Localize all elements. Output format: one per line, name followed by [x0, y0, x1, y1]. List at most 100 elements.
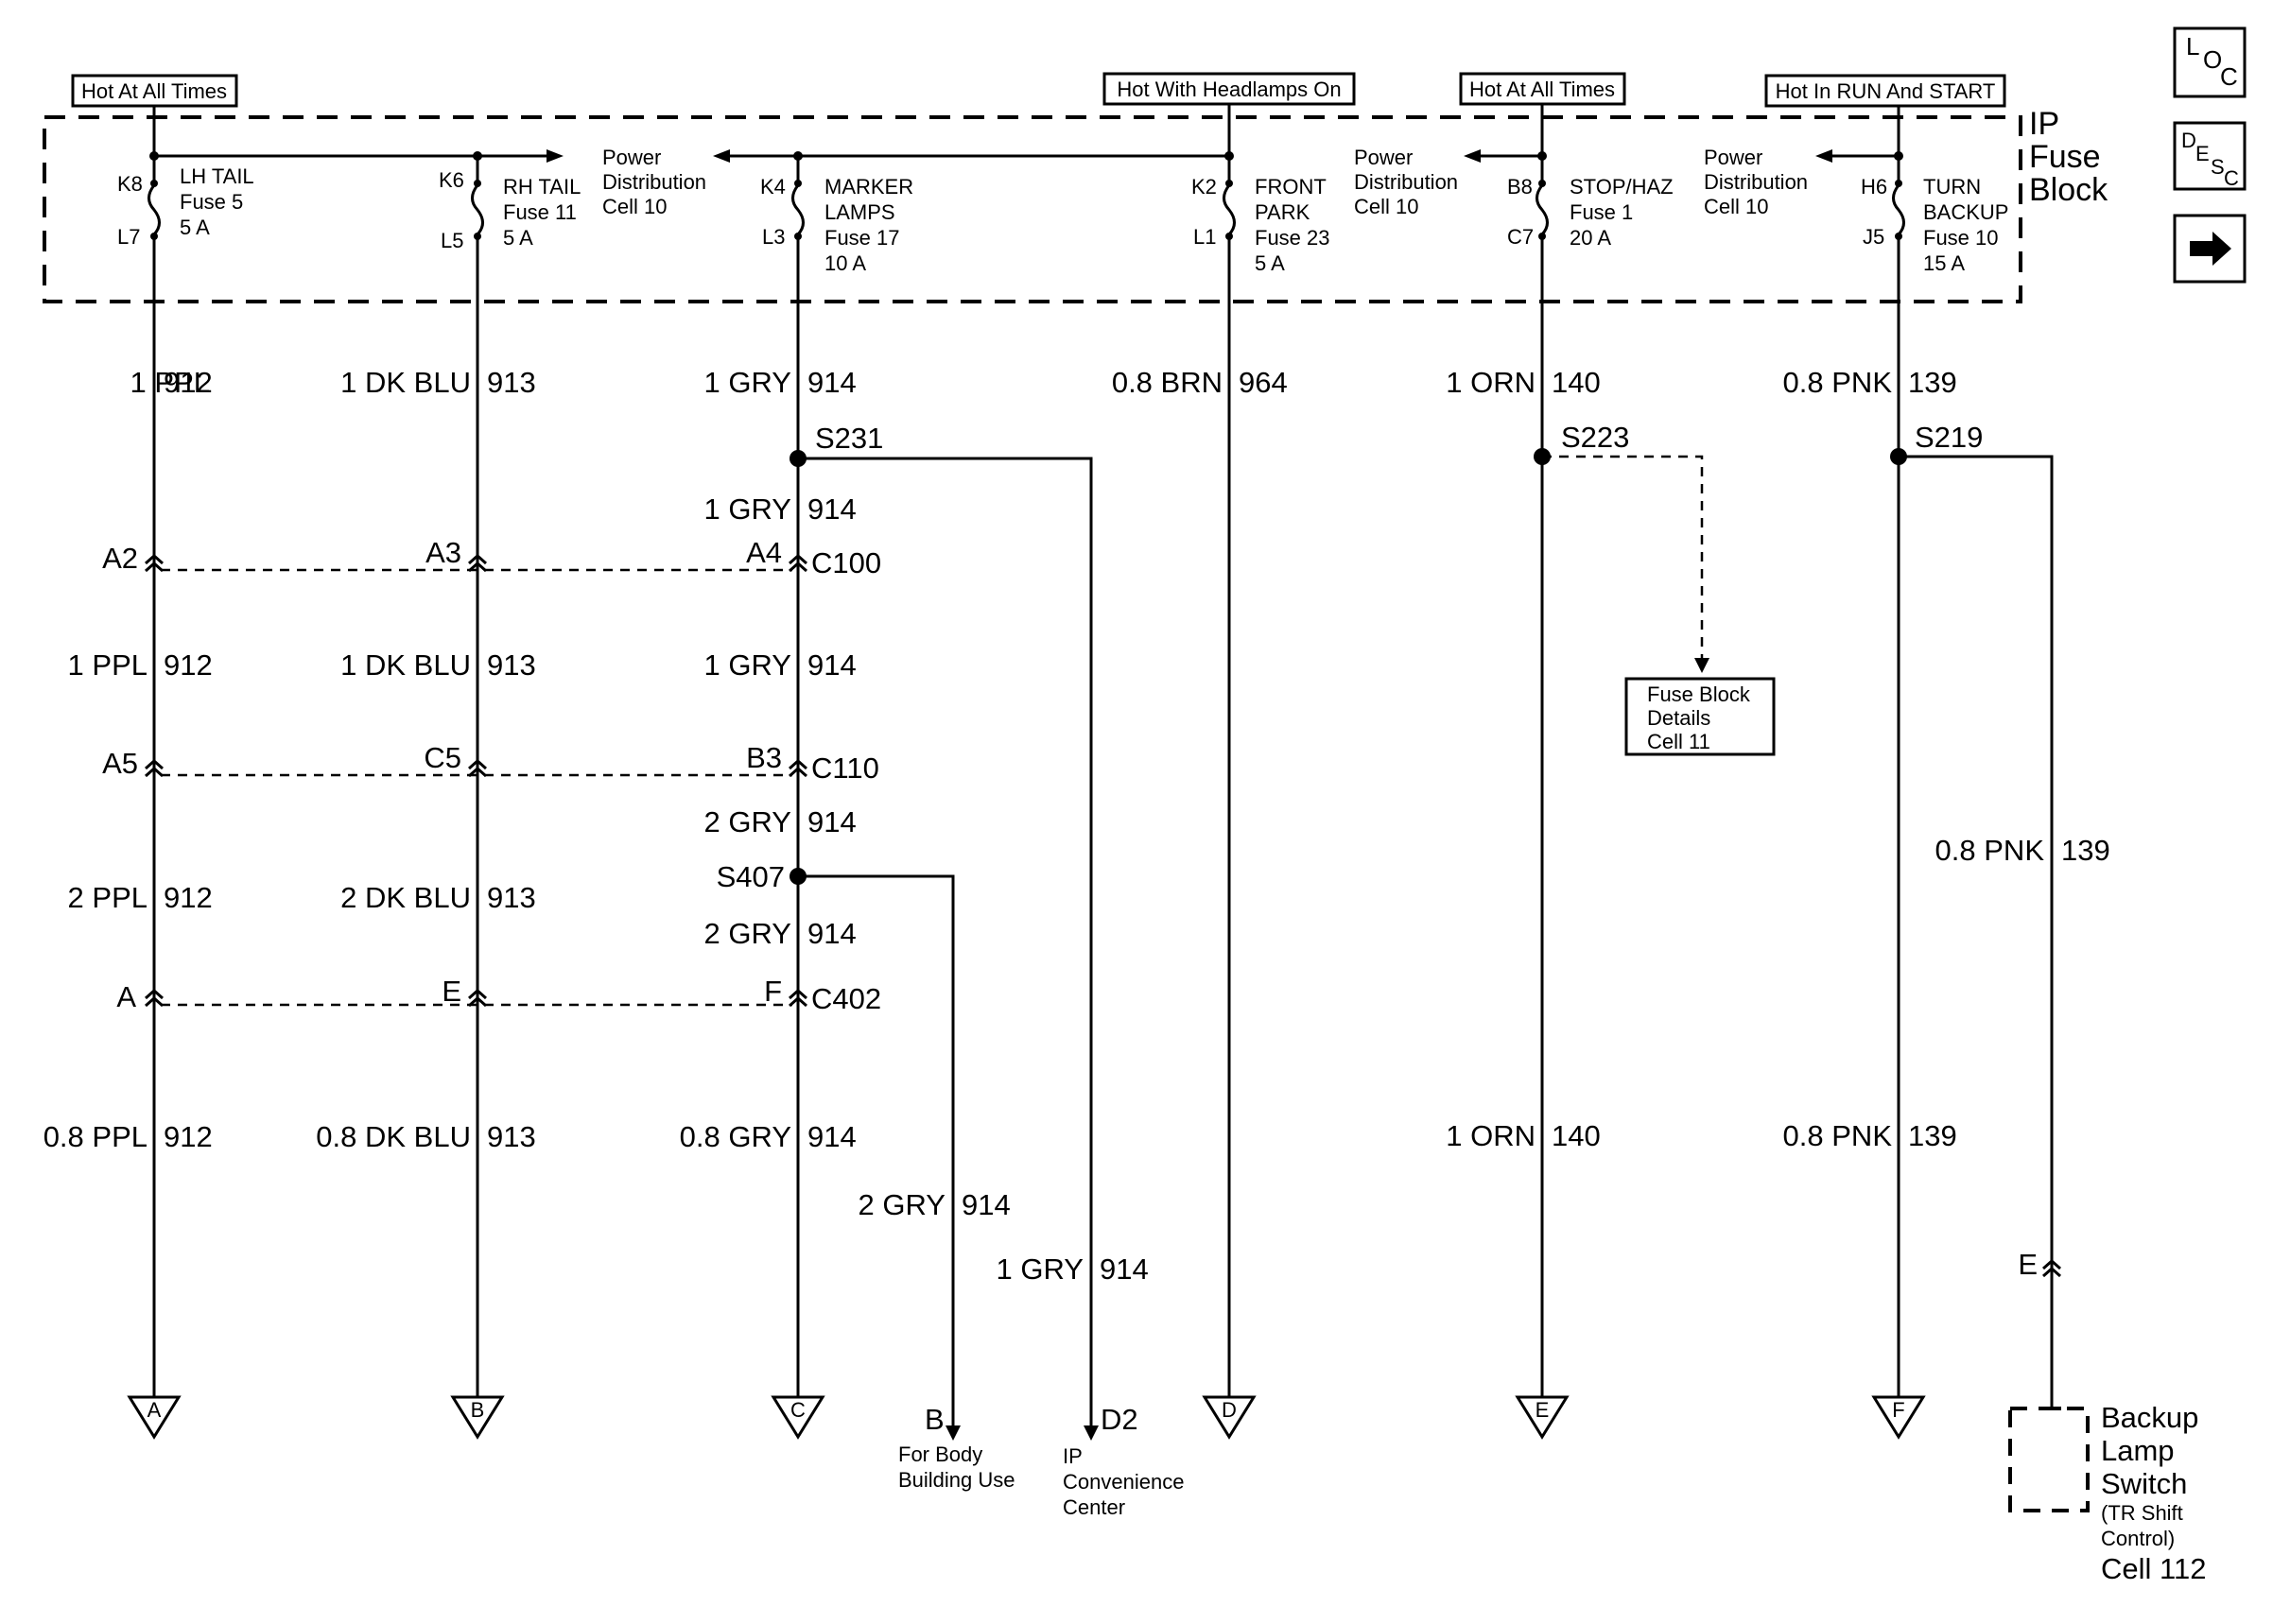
svg-text:Distribution: Distribution: [1354, 170, 1458, 194]
svg-text:(TR Shift: (TR Shift: [2101, 1501, 2183, 1525]
svg-text:L1: L1: [1193, 225, 1216, 249]
offpage-arrow-c[interactable]: C: [771, 1395, 825, 1440]
svg-text:2 GRY: 2 GRY: [704, 805, 791, 838]
svg-text:15 A: 15 A: [1923, 251, 1965, 275]
circuit-139-wire: 0.8 PNK 139 0.8 PNK 139: [1783, 236, 1957, 1397]
svg-text:Block: Block: [2029, 172, 2108, 208]
fuse-lh-tail: K8 L7 LH TAIL Fuse 5 5 A: [117, 156, 254, 249]
next-page-button[interactable]: [2173, 214, 2247, 284]
svg-text:E: E: [1536, 1398, 1550, 1422]
svg-text:B3: B3: [746, 741, 782, 774]
svg-text:Control): Control): [2101, 1527, 2175, 1550]
svg-text:Cell 11: Cell 11: [1647, 730, 1710, 753]
svg-text:A5: A5: [102, 747, 138, 780]
svg-text:913: 913: [487, 648, 536, 682]
svg-text:912: 912: [164, 881, 213, 914]
svg-text:A: A: [147, 1398, 162, 1422]
svg-text:1 GRY: 1 GRY: [997, 1253, 1084, 1286]
svg-text:C7: C7: [1507, 225, 1534, 249]
svg-text:1 ORN: 1 ORN: [1446, 1119, 1536, 1152]
svg-text:914: 914: [1100, 1253, 1149, 1286]
svg-text:Power: Power: [1704, 146, 1762, 169]
svg-text:Building Use: Building Use: [898, 1468, 1015, 1492]
splice-s231: S231 1 GRY 914: [789, 422, 1149, 1441]
offpage-arrow-e[interactable]: E: [1515, 1395, 1570, 1440]
svg-text:K6: K6: [439, 168, 464, 192]
ip-convenience-center-ref: D2 IP Convenience Center: [1063, 1403, 1184, 1519]
hot-label-4: Hot In RUN And START: [1764, 74, 2006, 108]
circuit-913-wire: 1 DK BLU 913 1 DK BLU 913 2 DK BLU 913 0…: [316, 236, 536, 1397]
loc-button[interactable]: L O C: [2173, 26, 2247, 98]
svg-text:K2: K2: [1191, 175, 1217, 199]
svg-text:Switch: Switch: [2101, 1467, 2187, 1500]
hot-label-2: Hot With Headlamps On: [1102, 72, 1356, 106]
backup-lamp-switch: Backup Lamp Switch (TR Shift Control) Ce…: [2008, 1401, 2206, 1585]
fuse-turn-backup: H6 J5 TURN BACKUP Fuse 10 15 A: [1861, 156, 2008, 275]
splice-s407: S407 2 GRY 914: [717, 860, 1011, 1441]
svg-text:F: F: [1892, 1398, 1904, 1422]
svg-text:Backup: Backup: [2101, 1401, 2198, 1434]
svg-text:914: 914: [962, 1188, 1011, 1221]
svg-text:914: 914: [807, 917, 857, 950]
svg-text:914: 914: [807, 805, 857, 838]
desc-button[interactable]: D E S C: [2173, 121, 2247, 191]
svg-text:Fuse 23: Fuse 23: [1255, 226, 1330, 250]
offpage-arrow-d[interactable]: D: [1202, 1395, 1257, 1440]
svg-text:1 PPL: 1 PPL: [130, 366, 210, 399]
svg-text:913: 913: [487, 1120, 536, 1153]
svg-text:1 PPL: 1 PPL: [68, 648, 147, 682]
svg-text:B: B: [925, 1403, 945, 1436]
svg-text:2 GRY: 2 GRY: [704, 917, 791, 950]
svg-text:2 PPL: 2 PPL: [68, 881, 147, 914]
svg-text:0.8 PPL: 0.8 PPL: [43, 1120, 147, 1153]
svg-text:20 A: 20 A: [1570, 226, 1611, 250]
svg-text:140: 140: [1552, 1119, 1601, 1152]
svg-text:912: 912: [164, 366, 213, 399]
offpage-arrow-b[interactable]: B: [450, 1395, 505, 1440]
svg-text:C402: C402: [811, 982, 881, 1015]
fuse-marker-lamps: K4 L3 MARKER LAMPS Fuse 17 10 A: [760, 156, 913, 275]
svg-text:0.8 BRN: 0.8 BRN: [1112, 366, 1223, 399]
circuit-140-wire: 1 ORN 140 1 ORN 140: [1446, 236, 1601, 1397]
svg-text:2 GRY: 2 GRY: [859, 1188, 946, 1221]
svg-text:139: 139: [2061, 834, 2110, 867]
svg-text:IP: IP: [1063, 1444, 1083, 1468]
svg-text:S219: S219: [1915, 421, 1983, 454]
svg-text:1 DK BLU: 1 DK BLU: [340, 366, 471, 399]
svg-text:1 GRY: 1 GRY: [704, 492, 791, 526]
svg-text:Distribution: Distribution: [602, 170, 706, 194]
svg-text:Fuse 5: Fuse 5: [180, 190, 243, 214]
svg-text:LAMPS: LAMPS: [824, 200, 895, 224]
svg-text:L5: L5: [441, 229, 463, 252]
svg-text:Fuse 17: Fuse 17: [824, 226, 900, 250]
svg-text:Power: Power: [602, 146, 661, 169]
connector-c100: A2 A3 A4 C100: [102, 536, 881, 579]
svg-text:0.8 PNK: 0.8 PNK: [1783, 1119, 1893, 1152]
svg-text:Fuse 10: Fuse 10: [1923, 226, 1999, 250]
ip-fuse-block-outline: [43, 115, 2022, 303]
svg-text:IP: IP: [2029, 106, 2059, 142]
svg-text:914: 914: [807, 492, 857, 526]
svg-text:914: 914: [807, 366, 857, 399]
svg-text:For Body: For Body: [898, 1443, 982, 1466]
svg-text:D: D: [2181, 129, 2196, 152]
svg-text:RH TAIL: RH TAIL: [503, 175, 581, 199]
svg-text:913: 913: [487, 366, 536, 399]
svg-text:1 ORN: 1 ORN: [1446, 366, 1536, 399]
svg-text:1 GRY: 1 GRY: [704, 366, 791, 399]
svg-text:Fuse: Fuse: [2029, 139, 2101, 175]
offpage-arrow-a[interactable]: A: [127, 1395, 182, 1440]
svg-text:STOP/HAZ: STOP/HAZ: [1570, 175, 1674, 199]
offpage-arrow-f[interactable]: F: [1871, 1395, 1926, 1440]
svg-text:F: F: [764, 975, 782, 1008]
splice-s219: S219 0.8 PNK 139: [1890, 421, 2110, 1408]
svg-text:Power: Power: [1354, 146, 1413, 169]
fuse-block-details-ref: Fuse Block Details Cell 11: [1624, 677, 1776, 756]
svg-text:K8: K8: [117, 172, 143, 196]
svg-text:FRONT: FRONT: [1255, 175, 1327, 199]
svg-text:Details: Details: [1647, 706, 1710, 730]
svg-text:Hot At All Times: Hot At All Times: [81, 79, 227, 103]
svg-text:Lamp: Lamp: [2101, 1434, 2175, 1467]
svg-text:Cell 10: Cell 10: [1704, 195, 1768, 218]
